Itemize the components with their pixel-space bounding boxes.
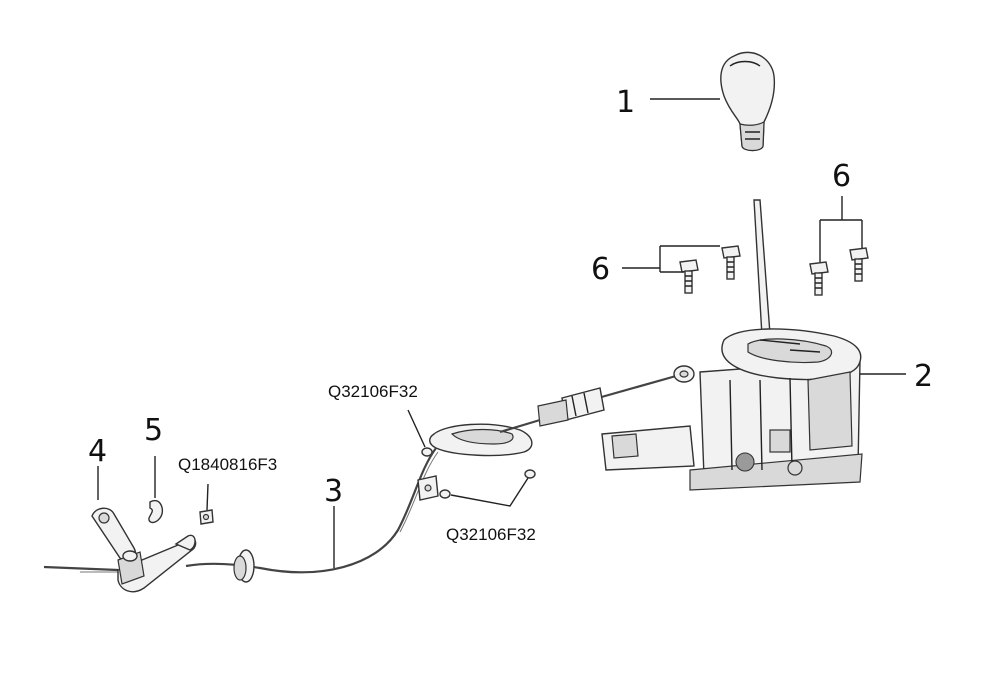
nut	[524, 469, 536, 479]
bolt	[849, 247, 869, 282]
cable-rod-end	[537, 365, 695, 427]
leader-code-top	[407, 409, 426, 448]
shift-knob	[720, 51, 776, 152]
cable-end-bracket	[91, 507, 197, 593]
nut	[439, 489, 451, 499]
callout-3: 3	[324, 474, 343, 509]
leader-6-right	[819, 196, 863, 262]
bolt	[809, 261, 829, 296]
leader-code-small	[206, 483, 209, 511]
leader-code-bottom	[450, 477, 529, 507]
cable-mount-bracket	[429, 418, 541, 457]
nut	[199, 509, 214, 525]
bolt	[721, 245, 741, 280]
bolt	[679, 259, 699, 294]
part-code-bottom: Q32106F32	[446, 525, 536, 544]
retaining-clip	[148, 499, 164, 524]
callout-4: 4	[88, 434, 107, 469]
callout-6-left: 6	[591, 252, 610, 287]
part-code-top: Q32106F32	[328, 382, 418, 401]
part-code-small: Q1840816F3	[178, 455, 277, 474]
callout-6-right: 6	[832, 159, 851, 194]
callout-2: 2	[914, 359, 933, 394]
leader-6-left	[622, 245, 720, 273]
shift-cable	[43, 447, 439, 583]
callout-1: 1	[616, 85, 635, 120]
shifter-assembly	[601, 199, 863, 491]
callout-5: 5	[144, 413, 163, 448]
